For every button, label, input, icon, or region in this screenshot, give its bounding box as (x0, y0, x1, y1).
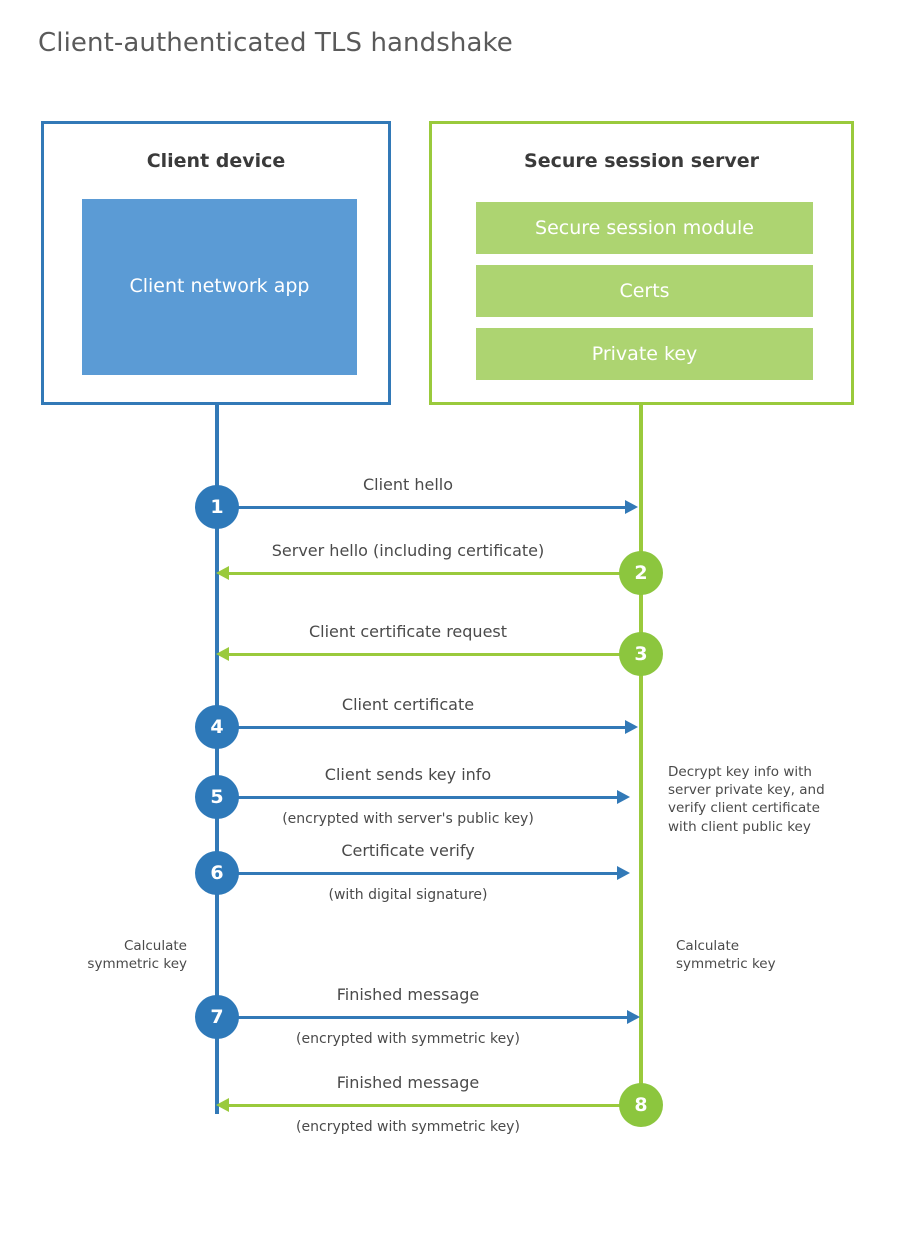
message-2-arrowhead-icon (216, 566, 229, 580)
client-device-title: Client device (146, 150, 286, 172)
message-8-sublabel: (encrypted with symmetric key) (296, 1119, 520, 1135)
message-4-arrowhead-icon (625, 720, 638, 734)
message-6-sublabel: (with digital signature) (328, 887, 488, 903)
message-7-sublabel: (encrypted with symmetric key) (296, 1031, 520, 1047)
message-5-label: Client sends key info (324, 765, 492, 784)
server-lifeline (639, 402, 643, 1104)
message-6-arrowhead-icon (617, 866, 630, 880)
step-circle-8: 8 (619, 1083, 663, 1127)
secure-session-server-title: Secure session server (524, 150, 759, 172)
page-title: Client-authenticated TLS handshake (38, 28, 513, 58)
server-calculate-note-line-1: Calculate (676, 938, 740, 954)
message-7-line (217, 1016, 627, 1019)
message-4-label: Client certificate (341, 695, 475, 714)
message-3-arrowhead-icon (216, 647, 229, 661)
message-3-label: Client certificate request (308, 622, 508, 641)
message-5-sublabel: (encrypted with server's public key) (282, 811, 534, 827)
message-5-line (217, 796, 617, 799)
message-1-arrowhead-icon (625, 500, 638, 514)
server-calculate-symmetric-key-note: Calculate symmetric key (676, 937, 856, 973)
message-8-line (228, 1104, 631, 1107)
server-calculate-note-line-2: symmetric key (676, 956, 776, 973)
server-decrypt-note: Decrypt key info with server private key… (668, 764, 825, 835)
client-calculate-symmetric-key-note: Calculate symmetric key (30, 937, 187, 973)
message-7-arrowhead-icon (627, 1010, 640, 1024)
client-device-box: Client device Client network app (41, 121, 391, 405)
message-4-line (217, 726, 625, 729)
client-network-app-block: Client network app (82, 199, 357, 375)
message-8-label: Finished message (336, 1073, 480, 1092)
message-8-arrowhead-icon (216, 1098, 229, 1112)
message-1-line (217, 506, 625, 509)
message-3-line (228, 653, 631, 656)
step-circle-3: 3 (619, 632, 663, 676)
step-circle-1: 1 (195, 485, 239, 529)
client-calculate-note-line-2: symmetric key (87, 956, 187, 973)
step-circle-7: 7 (195, 995, 239, 1039)
client-lifeline (215, 402, 219, 1114)
message-6-label: Certificate verify (341, 841, 475, 860)
certs-block: Certs (476, 265, 813, 317)
message-2-line (228, 572, 631, 575)
secure-session-server-box: Secure session server Secure session mod… (429, 121, 854, 405)
step-circle-5: 5 (195, 775, 239, 819)
message-7-label: Finished message (336, 985, 480, 1004)
step-circle-2: 2 (619, 551, 663, 595)
message-1-label: Client hello (362, 475, 454, 494)
private-key-block: Private key (476, 328, 813, 380)
message-2-label: Server hello (including certificate) (271, 541, 545, 560)
secure-session-module-block: Secure session module (476, 202, 813, 254)
client-calculate-note-line-1: Calculate (123, 938, 187, 954)
step-circle-6: 6 (195, 851, 239, 895)
message-6-line (217, 872, 617, 875)
step-circle-4: 4 (195, 705, 239, 749)
message-5-arrowhead-icon (617, 790, 630, 804)
